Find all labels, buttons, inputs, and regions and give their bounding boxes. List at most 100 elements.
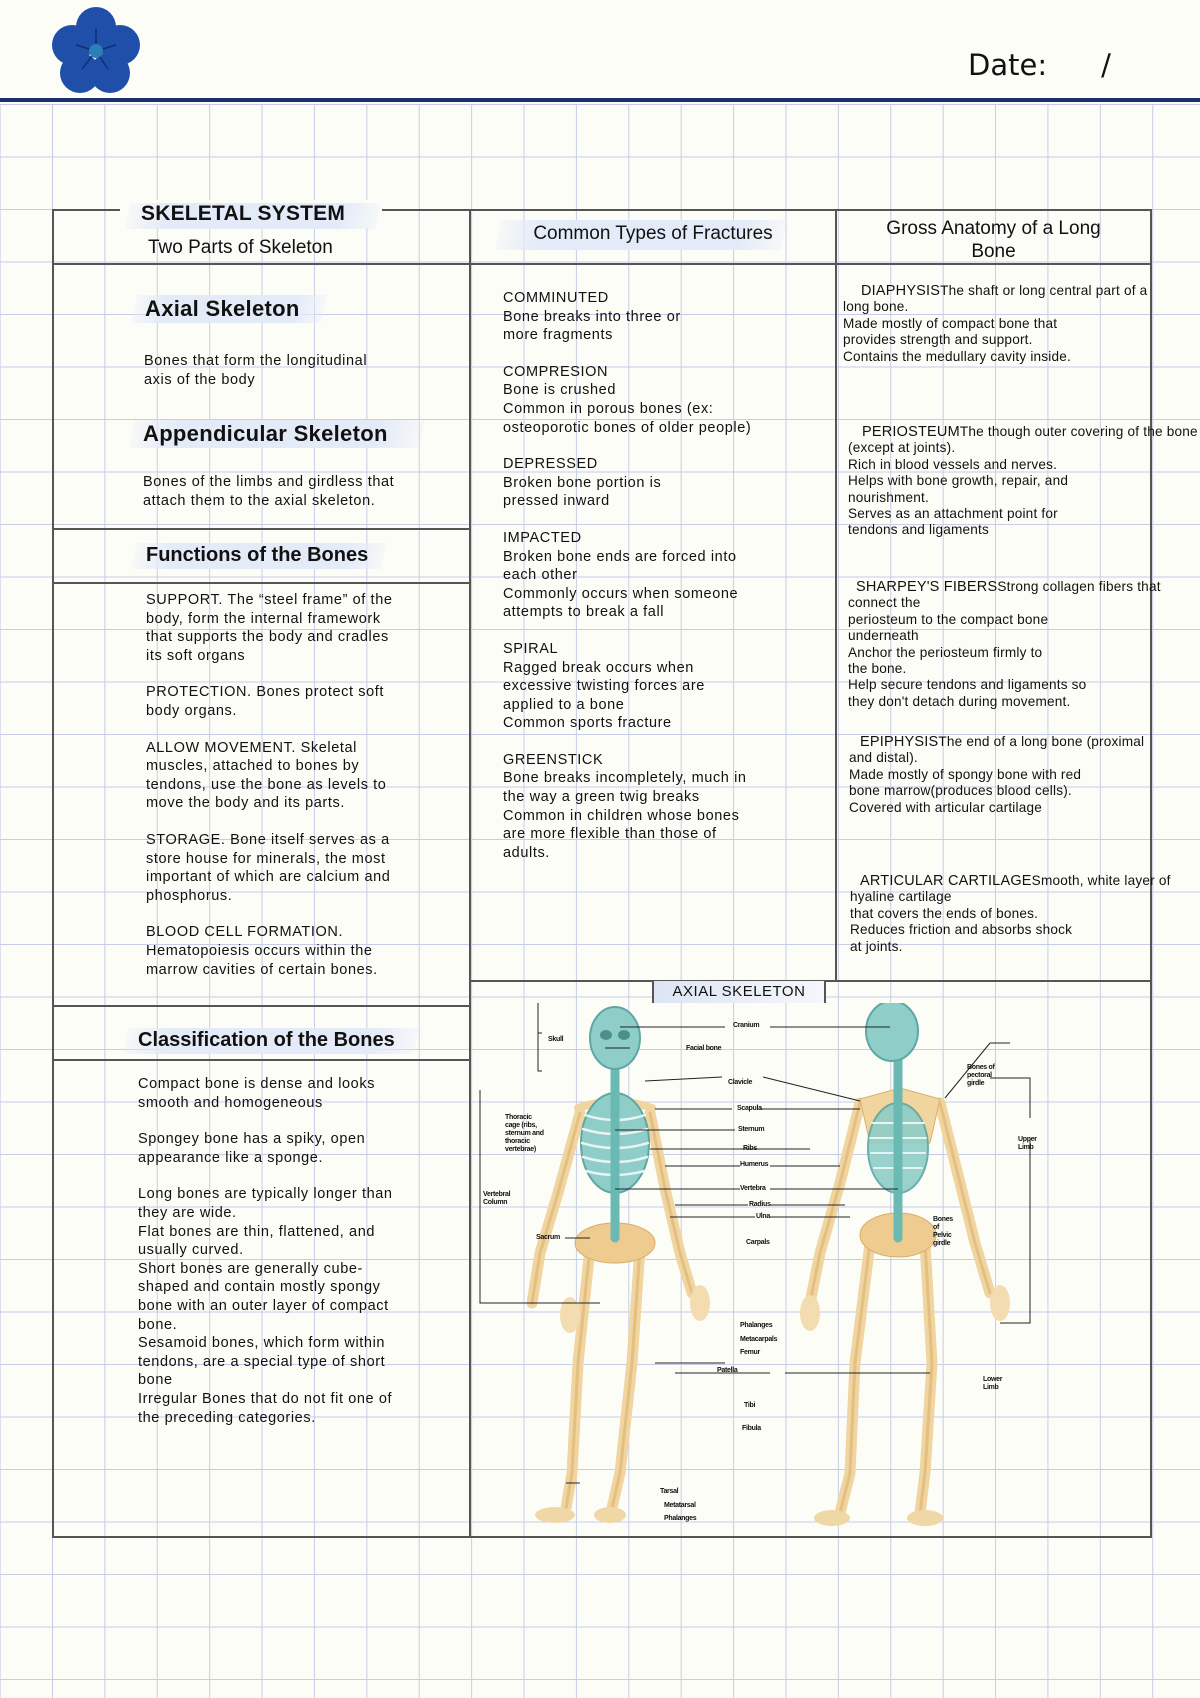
axial-description: Bones that form the longitudinal axis of…	[144, 353, 368, 388]
skeleton-label: Carpals	[746, 1239, 770, 1246]
functions-list: SUPPORT. The “steel frame” of the body, …	[146, 591, 393, 997]
fracture-description: Bone breaks incompletely, much in the wa…	[503, 770, 747, 861]
subtitle: Two Parts of Skeleton	[148, 237, 333, 258]
skeleton-label: Bones of pectoral girdle	[967, 1064, 995, 1087]
skeleton-label: Tarsal	[660, 1488, 679, 1495]
function-item: STORAGE. Bone itself serves as a store h…	[146, 831, 391, 904]
anatomy-description: The though outer covering of the bone (e…	[848, 424, 1198, 538]
row-divider	[52, 1059, 470, 1061]
figure-title: AXIAL SKELETON	[652, 981, 826, 1003]
anatomy-description: The end of a long bone (proximal and dis…	[849, 734, 1145, 815]
fracture-description: Bone breaks into three or more fragments	[503, 308, 681, 344]
appendicular-description: Bones of the limbs and girdless that att…	[143, 474, 395, 509]
fracture-name: COMPRESION	[503, 363, 609, 380]
fracture-name: GREENSTICK	[503, 751, 604, 768]
skeleton-illustration	[479, 1003, 1031, 1526]
fracture-item: COMPRESION Bone is crushed Common in poro…	[503, 363, 751, 437]
date-field: Date: /	[968, 48, 1111, 82]
skeleton-label: Phalanges	[664, 1515, 697, 1522]
leader-lines	[479, 1003, 1031, 1484]
skeleton-label: Skull	[548, 1036, 564, 1043]
anatomy-item: SHARPEY'S FIBERSStrong collagen fibers t…	[848, 579, 1200, 710]
anatomy-term: ARTICULAR CARTILAGE	[860, 873, 1032, 889]
skeleton-label: Humerus	[740, 1161, 769, 1168]
graph-paper-grid	[0, 104, 1200, 1698]
skeleton-label: Radius	[749, 1201, 771, 1208]
functions-heading: Functions of the Bones	[146, 544, 369, 566]
header-divider	[0, 98, 1200, 102]
date-separator: /	[1101, 48, 1111, 82]
skeleton-label: Scapula	[737, 1105, 762, 1112]
fracture-item: SPIRAL Ragged break occurs when excessive…	[503, 640, 751, 733]
anatomy-item: ARTICULAR CARTILAGESmooth, white layer o…	[850, 873, 1200, 955]
table-right-border	[1150, 209, 1152, 1538]
fracture-description: Bone is crushed Common in porous bones (…	[503, 382, 752, 436]
fracture-name: SPIRAL	[503, 640, 559, 657]
classification-item: Long bones are typically longer than the…	[138, 1186, 393, 1426]
anatomy-term: DIAPHYSIS	[861, 283, 941, 299]
page-title: SKELETAL SYSTEM	[141, 202, 346, 225]
anatomy-term: SHARPEY'S FIBERS	[856, 579, 998, 595]
fractures-heading: Common Types of Fractures	[533, 223, 773, 244]
classification-heading: Classification of the Bones	[138, 1029, 395, 1051]
date-label: Date:	[968, 48, 1048, 82]
anatomy-heading: Gross Anatomy of a Long Bone	[886, 218, 1101, 262]
row-divider	[52, 582, 470, 584]
fracture-name: IMPACTED	[503, 529, 582, 546]
skeleton-label: Clavicle	[728, 1079, 753, 1086]
skeleton-label: Fibula	[742, 1425, 761, 1432]
table-bottom-border	[52, 1536, 1152, 1538]
back-skeleton	[800, 1003, 1010, 1526]
fracture-description: Broken bone ends are forced into each ot…	[503, 548, 739, 621]
skeleton-label: Metatarsal	[664, 1502, 696, 1509]
appendicular-heading: Appendicular Skeleton	[143, 421, 388, 446]
anatomy-item: PERIOSTEUMThe though outer covering of t…	[848, 424, 1198, 539]
skeleton-label: Facial bone	[686, 1045, 722, 1052]
classification-item: Spongey bone has a spiky, open appearanc…	[138, 1131, 366, 1166]
skeleton-label: Phalanges	[740, 1322, 773, 1329]
column-divider	[835, 209, 837, 982]
fracture-name: DEPRESSED	[503, 456, 598, 473]
header-row-border	[52, 263, 1152, 265]
function-item: SUPPORT. The “steel frame” of the body, …	[146, 592, 393, 664]
skeleton-label: Thoracic cage (ribs, sternum and thoraci…	[505, 1114, 544, 1153]
fracture-description: Broken bone portion is pressed inward	[503, 474, 662, 510]
table-top-border	[52, 209, 1152, 211]
column-divider	[469, 209, 471, 1538]
flower-logo-icon	[52, 7, 140, 93]
fracture-item: IMPACTED Broken bone ends are forced into…	[503, 529, 751, 622]
skeleton-label: Bones of Pelvic girdle	[933, 1216, 953, 1247]
skeleton-label: Upper Limb	[1018, 1136, 1037, 1151]
skeleton-label: Cranium	[733, 1022, 760, 1029]
anatomy-term: EPIPHYSIS	[860, 734, 939, 750]
skeleton-label: Sacrum	[536, 1234, 560, 1241]
skeleton-label: Patella	[717, 1367, 738, 1374]
skeleton-label: Femur	[740, 1349, 760, 1356]
anatomy-term: PERIOSTEUM	[862, 424, 960, 440]
skeleton-label: Vertebral Column	[483, 1191, 511, 1206]
axial-heading: Axial Skeleton	[145, 296, 300, 321]
front-skeleton	[526, 1006, 710, 1523]
function-item: BLOOD CELL FORMATION. Hematopoiesis occu…	[146, 924, 378, 978]
skeleton-label: Sternum	[738, 1126, 765, 1133]
anatomy-description: The shaft or long central part of a long…	[843, 283, 1148, 364]
skeleton-label: Ribs	[743, 1145, 757, 1152]
anatomy-item: EPIPHYSISThe end of a long bone (proxima…	[849, 734, 1144, 816]
fracture-description: Ragged break occurs when excessive twist…	[503, 659, 705, 732]
fracture-item: GREENSTICK Bone breaks incompletely, much…	[503, 751, 751, 863]
anatomy-item: DIAPHYSISThe shaft or long central part …	[843, 283, 1147, 365]
skeleton-label: Vertebra	[740, 1185, 766, 1192]
skeleton-label: Metacarpals	[740, 1336, 778, 1343]
skeleton-label: Lower Limb	[983, 1376, 1003, 1391]
skeleton-label: Tibi	[744, 1402, 756, 1409]
skeleton-label: Ulna	[756, 1213, 770, 1220]
row-divider	[52, 528, 470, 530]
function-item: PROTECTION. Bones protect soft body orga…	[146, 684, 384, 719]
anatomy-description: Smooth, white layer of hyaline cartilage…	[850, 873, 1171, 954]
classification-list: Compact bone is dense and looks smooth a…	[138, 1075, 393, 1445]
table-left-border	[52, 209, 54, 1538]
function-item: ALLOW MOVEMENT. Skeletal muscles, attach…	[146, 739, 387, 812]
row-divider	[52, 1005, 470, 1007]
